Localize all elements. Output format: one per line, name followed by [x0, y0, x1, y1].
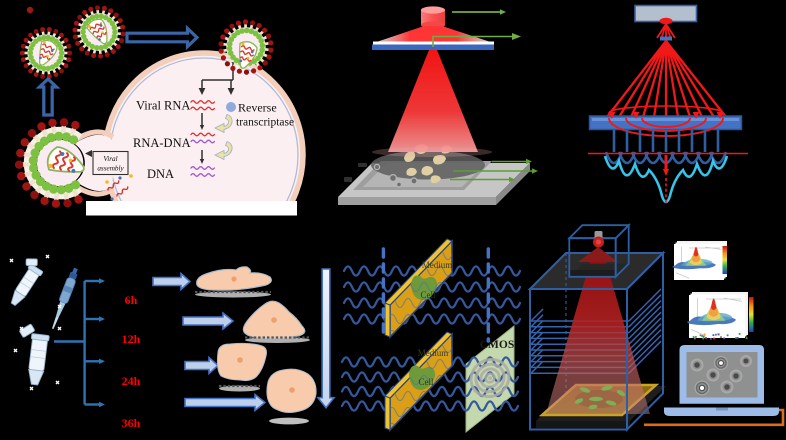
- svg-text:RNA-DNA: RNA-DNA: [133, 136, 191, 150]
- svg-text:12h: 12h: [122, 332, 141, 346]
- svg-text:assembly: assembly: [97, 165, 124, 173]
- svg-text:Cell: Cell: [419, 377, 434, 387]
- svg-text:CMOS: CMOS: [480, 339, 515, 351]
- svg-text:6h: 6h: [125, 293, 138, 307]
- svg-text:Medium: Medium: [422, 260, 453, 270]
- svg-text:Cell: Cell: [421, 290, 436, 300]
- svg-text:DNA: DNA: [147, 167, 174, 181]
- svg-text:Medium: Medium: [418, 348, 449, 358]
- svg-text:transcriptase: transcriptase: [236, 117, 294, 129]
- svg-text:Viral RNA: Viral RNA: [136, 99, 190, 113]
- svg-text:Viral: Viral: [103, 155, 117, 163]
- svg-text:36h: 36h: [122, 416, 141, 430]
- svg-text:24h: 24h: [122, 374, 141, 388]
- svg-text:Reverse: Reverse: [238, 101, 277, 115]
